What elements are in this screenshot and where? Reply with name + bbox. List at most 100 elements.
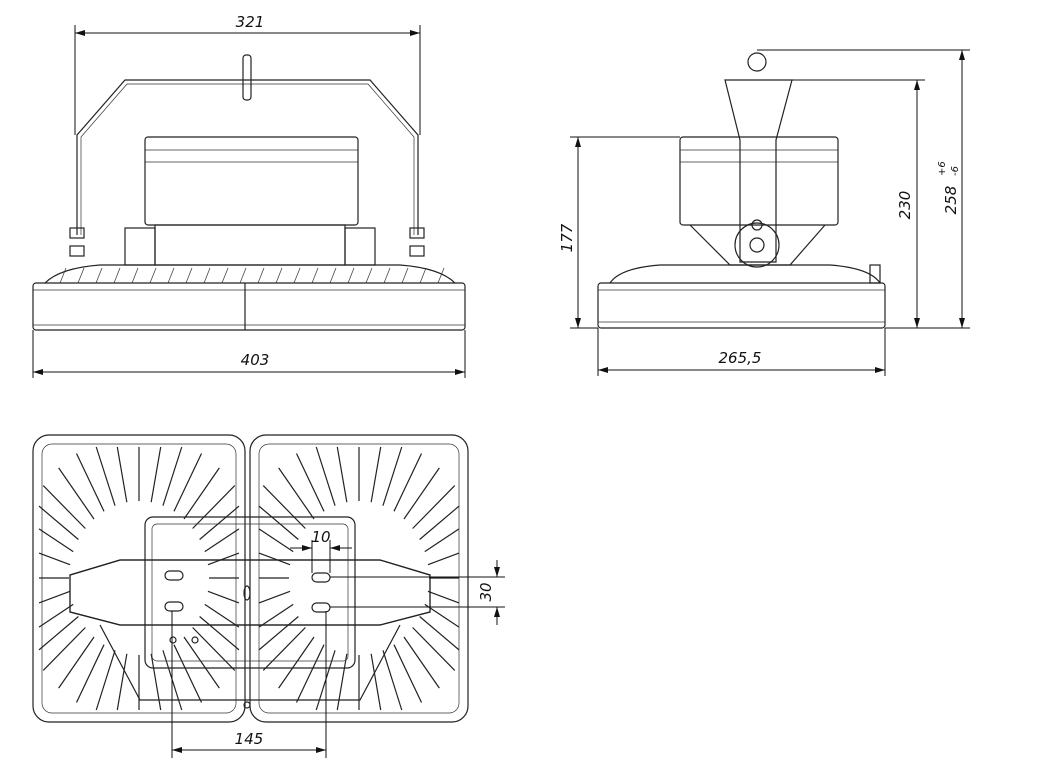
- heatsink-fin: [58, 636, 95, 689]
- heatsink-fin: [38, 528, 74, 553]
- heatsink-fin: [95, 446, 116, 506]
- dim-321-label: 321: [236, 13, 265, 31]
- dimension-side-258: 258 +6 -6: [757, 49, 970, 328]
- dim-145-label: 145: [235, 730, 264, 748]
- heatsink-fin: [58, 467, 95, 520]
- dimension-bottom-145: 145: [171, 611, 327, 758]
- heatsink-fin: [382, 650, 403, 711]
- bottom-view: [32, 434, 469, 723]
- heatsink-fin: [257, 267, 265, 284]
- dim-177-label: 177: [558, 223, 576, 252]
- heatsink-fin: [403, 467, 440, 520]
- heatsink-fin: [315, 446, 336, 506]
- heatsink-fin: [427, 552, 460, 566]
- heatsink-fin: [258, 505, 299, 540]
- heatsink-fin: [427, 590, 460, 604]
- heatsink-fin: [199, 616, 240, 651]
- dim-403-label: 403: [241, 351, 270, 369]
- heatsink-fin: [221, 267, 229, 284]
- side-view: [597, 52, 886, 329]
- heatsink-fin: [412, 627, 456, 671]
- dim-230-label: 230: [896, 191, 914, 220]
- heatsink-fin: [207, 552, 240, 566]
- heatsink-fin: [275, 267, 283, 284]
- heatsink-fin: [278, 467, 315, 520]
- heatsink-fin: [116, 653, 128, 711]
- heatsink-fin: [75, 644, 105, 703]
- dim-258-tol-plus: +6: [937, 161, 948, 176]
- dim-265-5-label: 265,5: [719, 349, 762, 367]
- heatsink-fin: [173, 453, 203, 512]
- dimension-front-base: 403: [32, 330, 466, 378]
- heatsink-fin: [183, 636, 220, 689]
- dimension-bottom-30: 30: [330, 560, 505, 625]
- heatsink-fin: [185, 267, 193, 284]
- heatsink-fin: [42, 485, 86, 529]
- heatsink-fin: [75, 453, 105, 512]
- heatsink-fin: [258, 603, 294, 628]
- heatsink-fin: [173, 644, 203, 703]
- heatsink-fin: [393, 644, 423, 703]
- heatsink-fin: [95, 267, 103, 284]
- heatsink-fin: [38, 603, 74, 628]
- heatsink-fin: [167, 267, 175, 284]
- dimension-front-top: 321: [74, 13, 421, 135]
- heatsink-fin: [149, 267, 157, 284]
- heatsink-fin: [262, 485, 306, 529]
- heatsink-fin: [95, 650, 116, 711]
- dimension-side-177: 177: [558, 136, 680, 329]
- dim-10-label: 10: [311, 528, 330, 546]
- heatsink-fin: [38, 552, 71, 566]
- heatsink-fin: [258, 590, 291, 604]
- dim-30-label: 30: [477, 582, 495, 601]
- heatsink-fin: [370, 446, 382, 503]
- heatsink-fin: [311, 267, 319, 284]
- heatsink-fin: [113, 267, 121, 284]
- heatsink-fin: [38, 616, 79, 651]
- heatsink-fin: [162, 446, 183, 506]
- heatsink-fin: [419, 616, 460, 651]
- heatsink-fin: [203, 267, 211, 284]
- heatsink-fin: [183, 467, 220, 520]
- heatsink-fin: [116, 446, 128, 503]
- dim-258-label: 258: [942, 186, 960, 215]
- heatsink-fin: [365, 267, 373, 284]
- heatsink-fin: [437, 267, 445, 284]
- heatsink-fin: [329, 267, 337, 284]
- heatsink-fin: [382, 446, 403, 506]
- heatsink-fin: [131, 267, 139, 284]
- heatsink-fin: [150, 653, 162, 711]
- heatsink-fin: [42, 627, 86, 671]
- heatsink-fin: [262, 627, 306, 671]
- heatsink-fin: [278, 636, 315, 689]
- heatsink-fin: [258, 528, 294, 553]
- heatsink-fin: [419, 267, 427, 284]
- heatsink-fin: [419, 505, 460, 540]
- heatsink-fin: [192, 627, 236, 671]
- heatsink-fin: [192, 485, 236, 529]
- heatsink-fin: [258, 552, 291, 566]
- heatsink-fin: [38, 505, 79, 540]
- heatsink-fin: [336, 446, 348, 503]
- heatsink-fin: [295, 644, 325, 703]
- heatsink-fin: [77, 267, 85, 284]
- heatsink-fin: [401, 267, 409, 284]
- heatsink-fin: [59, 267, 67, 284]
- heatsink-fin: [383, 267, 391, 284]
- heatsink-fin: [347, 267, 355, 284]
- heatsink-fin: [424, 528, 460, 553]
- heatsink-fin: [204, 603, 240, 628]
- heatsink-fin: [295, 453, 325, 512]
- front-view: [32, 54, 466, 331]
- heatsink-fin: [204, 528, 240, 553]
- heatsink-fin: [370, 653, 382, 711]
- dimension-bottom-10: 10: [290, 528, 352, 573]
- dim-258-tol-minus: -6: [950, 166, 961, 176]
- dimension-side-230: 230: [792, 79, 970, 329]
- heatsink-fin: [412, 485, 456, 529]
- heatsink-fin: [293, 267, 301, 284]
- dimension-side-base: 265,5: [597, 328, 886, 376]
- heatsink-fin: [258, 616, 299, 651]
- heatsink-fin: [336, 653, 348, 711]
